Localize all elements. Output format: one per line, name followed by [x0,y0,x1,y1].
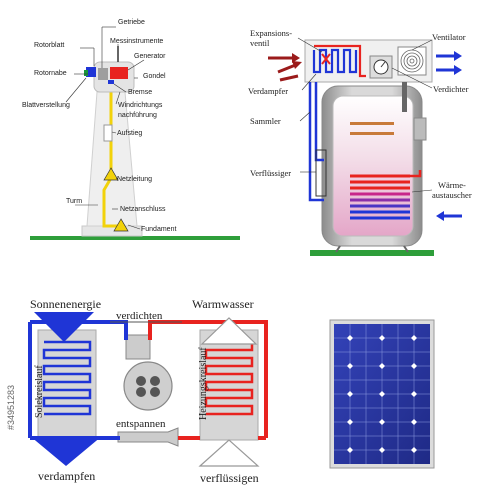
label-sammler: Sammler [250,116,281,126]
label-netzanschluss: Netzanschluss [120,206,166,213]
heater-rod [350,132,394,135]
panel-connector [379,335,385,341]
label-windrichtung-1: Windrichtungs [118,102,163,109]
label-aufstieg: Aufstieg [117,130,142,137]
panel-connector [411,447,417,453]
panel-connectors [347,335,417,453]
compressor-body [125,334,151,360]
label-verdichter: Verdichter [433,84,469,94]
evaporator-coil [312,48,358,74]
warning-sign-icon [103,167,119,181]
panel-connector [379,447,385,453]
panel-connector [347,447,353,453]
label-waerme-2: austauscher [432,190,472,200]
label-entspannen: entspannen [116,418,166,430]
collector-pipe [308,82,324,202]
panel-connector [347,419,353,425]
heater-rod [350,122,394,125]
fan-box [397,46,427,76]
label-solekreislauf: Solekreislauf [34,365,45,418]
panel-connector [347,363,353,369]
label-turm: Turm [66,198,82,205]
water-tank-inner [332,95,414,237]
tank-base [310,250,434,256]
label-netzleitung: Netzleitung [117,176,152,183]
evaporator-coil-hot [314,44,366,78]
hot-loop [148,320,268,440]
water-inlet-arrow [436,211,462,221]
compressor-wheel [123,361,173,411]
label-rotorblatt: Rotorblatt [34,42,64,49]
panel-connector [347,391,353,397]
gearbox [98,68,108,80]
panel-connector [411,391,417,397]
rotor-hub [86,67,96,77]
label-sonnenenergie: Sonnenenergie [30,297,101,311]
wind-turbine-diagram: Getriebe Rotorblatt Messinstrumente Gene… [22,19,240,240]
label-ventilator: Ventilator [432,32,466,42]
evaporator-box [37,329,97,441]
label-getriebe: Getriebe [118,19,145,26]
warning-sign-icon [113,218,129,232]
access-door [103,124,113,142]
turbine-cable [102,92,120,228]
label-warmwasser: Warmwasser [192,297,254,311]
control-box [413,117,427,141]
brake [108,80,114,84]
air-output-arrows [436,51,462,75]
label-gondel: Gondel [143,73,166,80]
label-blattverstellung: Blattverstellung [22,102,70,109]
heat-input-arrows [268,53,302,82]
label-fundament: Fundament [141,226,176,233]
panel-connector [347,335,353,341]
label-verfluessiger: Verflüssiger [250,168,291,178]
label-expansionsventil-1: Expansions- [250,28,292,38]
panel-connector [379,363,385,369]
panel-connector [411,419,417,425]
label-expansionsventil-2: ventil [250,38,270,48]
condense-arrow [198,439,260,467]
tank-leaders [297,37,433,193]
panel-connector [411,363,417,369]
label-waerme-1: Wärme- [438,180,466,190]
generator [110,67,128,79]
sun-energy-arrow [34,312,94,342]
panel-connector [411,335,417,341]
heatpump-cycle-diagram: Sonnenenergie verdichten Warmwasser ents… [28,297,268,485]
label-heizungskreislauf: Heizungskreislauf [198,347,209,420]
turbine-leaders [65,26,145,230]
label-verdampfen: verdampfen [38,469,95,483]
label-messinstrumente: Messinstrumente [110,38,163,45]
solar-panel [329,319,435,469]
label-verdampfer: Verdampfer [248,86,288,96]
turbine-ground [30,236,240,240]
label-verfluessigen: verflüssigen [200,471,259,485]
heatpump-tank-diagram: Expansions- ventil Ventilator Verdampfer… [248,28,472,256]
panel-connector [379,419,385,425]
label-rotornabe: Rotornabe [34,70,67,77]
pitch-control [84,70,88,76]
panel-connector [379,391,385,397]
expansion-valve-icon [321,53,331,65]
label-verdichten: verdichten [116,310,163,322]
stock-id: #34951283 [6,385,16,430]
expansion-valve [117,427,179,447]
evaporate-arrow [30,436,102,466]
label-generator: Generator [134,53,166,60]
heat-exchanger-coil [350,174,410,220]
label-bremse: Bremse [128,89,152,96]
label-windrichtung-2: nachführung [118,112,157,119]
warm-water-arrow [200,317,258,345]
